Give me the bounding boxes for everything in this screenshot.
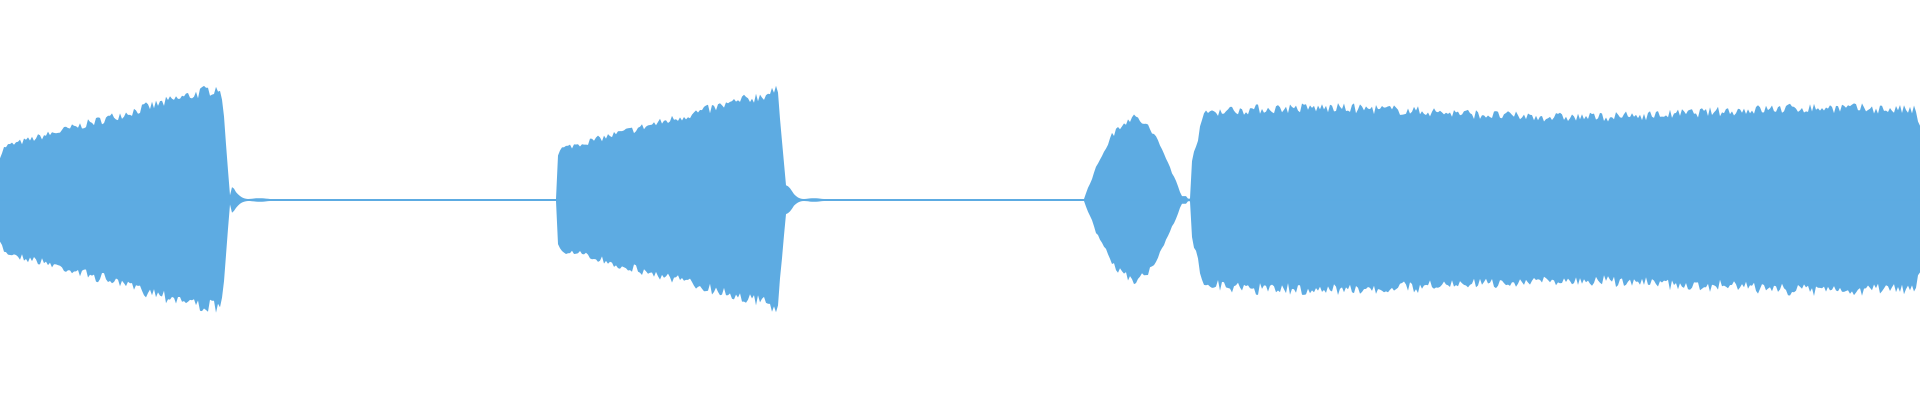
audio-waveform	[0, 85, 1920, 313]
waveform-graphic	[0, 85, 1920, 313]
